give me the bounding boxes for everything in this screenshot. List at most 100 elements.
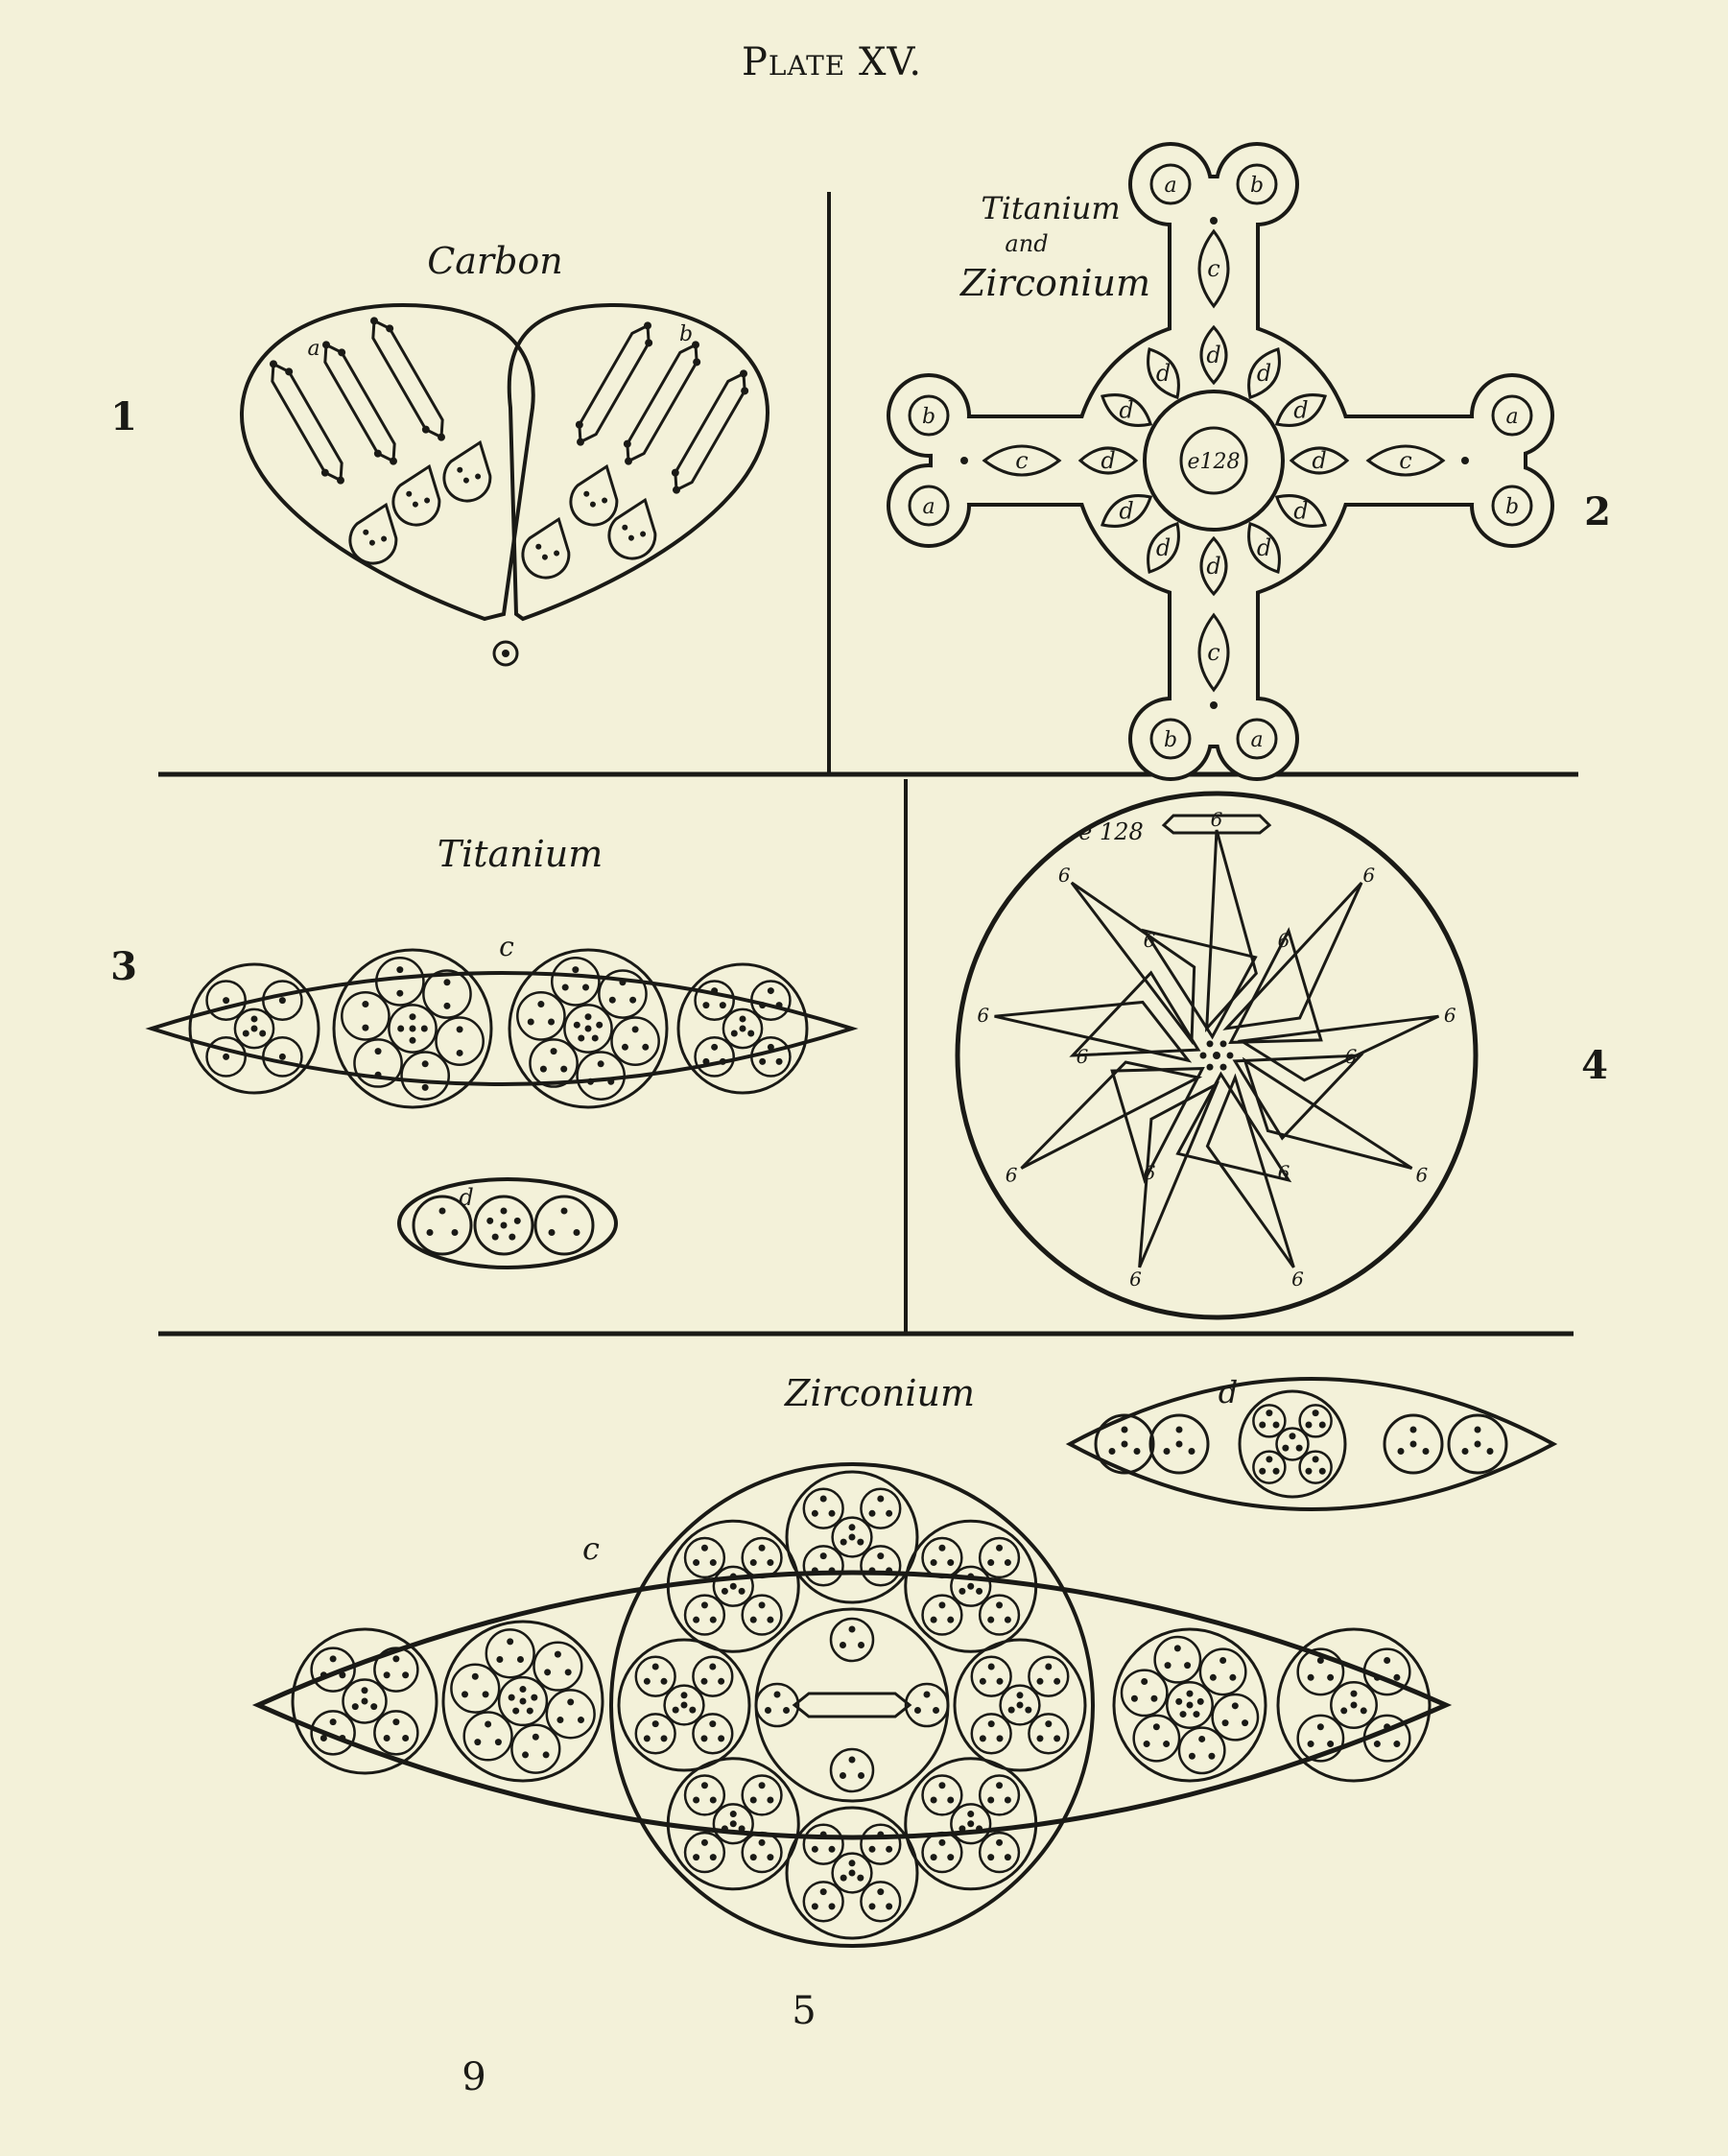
dot (938, 1544, 946, 1552)
dot (1259, 1421, 1266, 1429)
sub-sphere (829, 1617, 875, 1663)
dot (868, 1567, 876, 1575)
dot (471, 1672, 479, 1680)
dot (443, 1002, 451, 1009)
dot (987, 1616, 995, 1623)
sphere-cluster (617, 1638, 751, 1772)
sub-sphere (1211, 1693, 1260, 1741)
dot (397, 1025, 405, 1032)
sub-sphere (921, 1536, 963, 1579)
leaf-d: d (1199, 535, 1228, 597)
dot (987, 1663, 995, 1670)
dot (1130, 1694, 1138, 1702)
dot (1004, 1796, 1011, 1804)
funnel-drop (521, 516, 571, 580)
inner-triangle (1175, 1071, 1292, 1183)
dot (700, 1782, 708, 1789)
dot (591, 1034, 599, 1042)
dot (976, 1587, 983, 1595)
tetrahedron-rod (623, 341, 701, 465)
sub-sphere (1447, 1413, 1508, 1475)
dot (692, 341, 699, 349)
dot (773, 1691, 781, 1698)
dot (923, 1691, 931, 1698)
sub-sphere (741, 1774, 783, 1816)
dot (877, 1888, 885, 1896)
inner-sphere (754, 1607, 950, 1803)
dot (1152, 1723, 1160, 1731)
sub-sphere (694, 1036, 735, 1078)
dot (1221, 1719, 1229, 1727)
dot (1004, 1616, 1011, 1623)
leaf-c: c (1197, 612, 1230, 693)
dot (1025, 1706, 1032, 1714)
dot (987, 1720, 995, 1728)
sphere-cluster (676, 962, 809, 1095)
dot (482, 1691, 489, 1698)
figure-3-titanium: cd (145, 931, 859, 1269)
fig1-letter-a: a (307, 337, 320, 361)
dot (554, 550, 560, 557)
dot (578, 1034, 585, 1042)
end-letter: b (1505, 495, 1519, 519)
dot (775, 1057, 783, 1065)
dot (602, 497, 608, 504)
sphere-cluster (785, 1470, 919, 1604)
dot (1163, 1741, 1171, 1748)
end-letter: b (1250, 174, 1264, 198)
sub-sphere (450, 1663, 501, 1714)
star-tip-label: 6 (1129, 1268, 1142, 1291)
sub-sphere (750, 1036, 792, 1078)
dot (390, 457, 397, 465)
dot (456, 1049, 463, 1056)
dot (967, 1573, 975, 1580)
dot (886, 1845, 893, 1853)
dot (548, 1018, 556, 1026)
dot (709, 1720, 717, 1728)
dot (1282, 1444, 1290, 1452)
fig5-letter-d: d (1219, 1374, 1238, 1410)
dot (1188, 1752, 1195, 1760)
dot (1175, 1426, 1183, 1433)
sub-sphere (1120, 1669, 1169, 1718)
dot (474, 1739, 482, 1746)
dot (396, 989, 404, 997)
dot (1175, 1440, 1183, 1448)
dot (223, 997, 230, 1005)
dot (383, 1671, 391, 1679)
sub-sphere (1298, 1404, 1333, 1438)
dot (572, 966, 580, 974)
dot (1350, 1690, 1358, 1697)
dot (858, 1772, 865, 1779)
sphere-outline (676, 962, 809, 1095)
dot (577, 438, 584, 446)
dot (421, 1083, 429, 1091)
dot (535, 543, 542, 550)
dot (811, 1567, 818, 1575)
dot (709, 1559, 717, 1567)
dot (764, 1707, 771, 1714)
dot (1312, 1456, 1319, 1463)
carbon-center-ring (492, 640, 519, 667)
sub-sphere (741, 1536, 783, 1579)
dot (1474, 1440, 1481, 1448)
dot (329, 1655, 337, 1663)
sub-sphere (1132, 1714, 1181, 1763)
tetrahedron-rod (370, 317, 445, 441)
dot (532, 1733, 539, 1741)
tetrahedron-rod (671, 369, 749, 494)
dot (718, 1735, 725, 1742)
dot (877, 1495, 885, 1503)
sub-sphere (921, 1831, 963, 1874)
leaf-outline (982, 444, 1062, 477)
dot (1461, 457, 1469, 464)
sphere-cluster (904, 1519, 1038, 1653)
dot (819, 1552, 827, 1560)
sphere-cluster (291, 1627, 438, 1775)
dot (519, 1686, 527, 1694)
dot (758, 1601, 766, 1609)
dot (539, 1065, 547, 1073)
dot (840, 1874, 847, 1882)
sub-sphere (310, 1647, 356, 1693)
sub-sphere (750, 980, 792, 1021)
